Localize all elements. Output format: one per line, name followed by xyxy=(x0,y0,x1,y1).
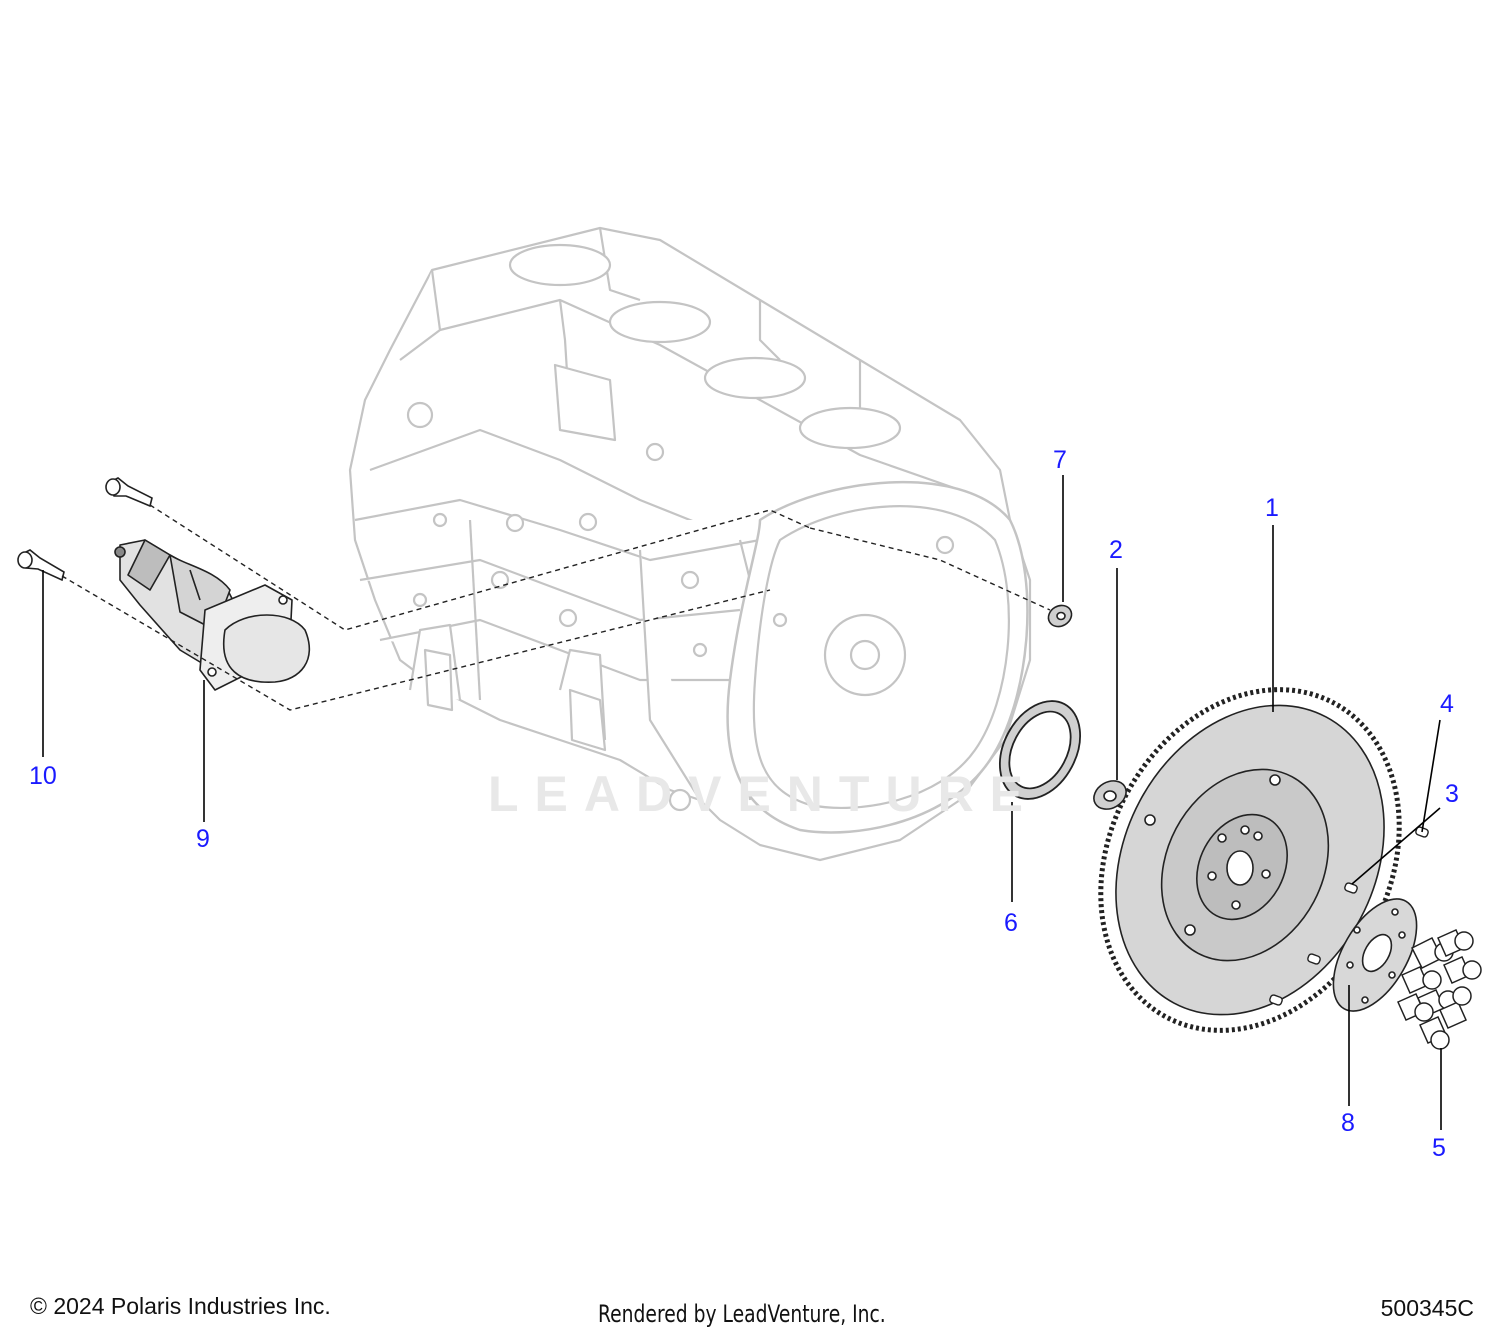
callout-4[interactable]: 4 xyxy=(1440,690,1454,718)
callout-3[interactable]: 3 xyxy=(1445,780,1459,808)
copyright-text: © 2024 Polaris Industries Inc. xyxy=(30,1293,331,1319)
reinforcement-plate[interactable] xyxy=(1316,885,1433,1024)
callout-7[interactable]: 7 xyxy=(1053,446,1067,474)
callout-1[interactable]: 1 xyxy=(1265,494,1279,522)
callout-9[interactable]: 9 xyxy=(196,825,210,853)
flywheel[interactable] xyxy=(1043,637,1457,1083)
engine-block xyxy=(348,226,1032,862)
leader-lines xyxy=(42,475,1442,1130)
starter-motor[interactable] xyxy=(114,539,311,691)
rendered-by-text: Rendered by LeadVenture, Inc. xyxy=(598,1300,886,1328)
assembly-guide-lines xyxy=(61,504,1051,711)
callout-6[interactable]: 6 xyxy=(1004,909,1018,937)
dowel-pins[interactable] xyxy=(1269,826,1429,1006)
diagram-id: 500345C xyxy=(1380,1295,1474,1321)
rear-main-seal[interactable] xyxy=(984,687,1096,813)
pilot-bearing[interactable] xyxy=(1089,775,1131,815)
callout-2[interactable]: 2 xyxy=(1109,536,1123,564)
small-bushing[interactable] xyxy=(1045,601,1076,630)
watermark-text: LEADVENTURE xyxy=(488,766,1040,822)
flywheel-bolts[interactable] xyxy=(1397,929,1482,1050)
callout-8[interactable]: 8 xyxy=(1341,1109,1355,1137)
callout-10[interactable]: 10 xyxy=(29,762,57,790)
callout-5[interactable]: 5 xyxy=(1432,1134,1446,1162)
starter-bolts[interactable] xyxy=(17,477,153,582)
